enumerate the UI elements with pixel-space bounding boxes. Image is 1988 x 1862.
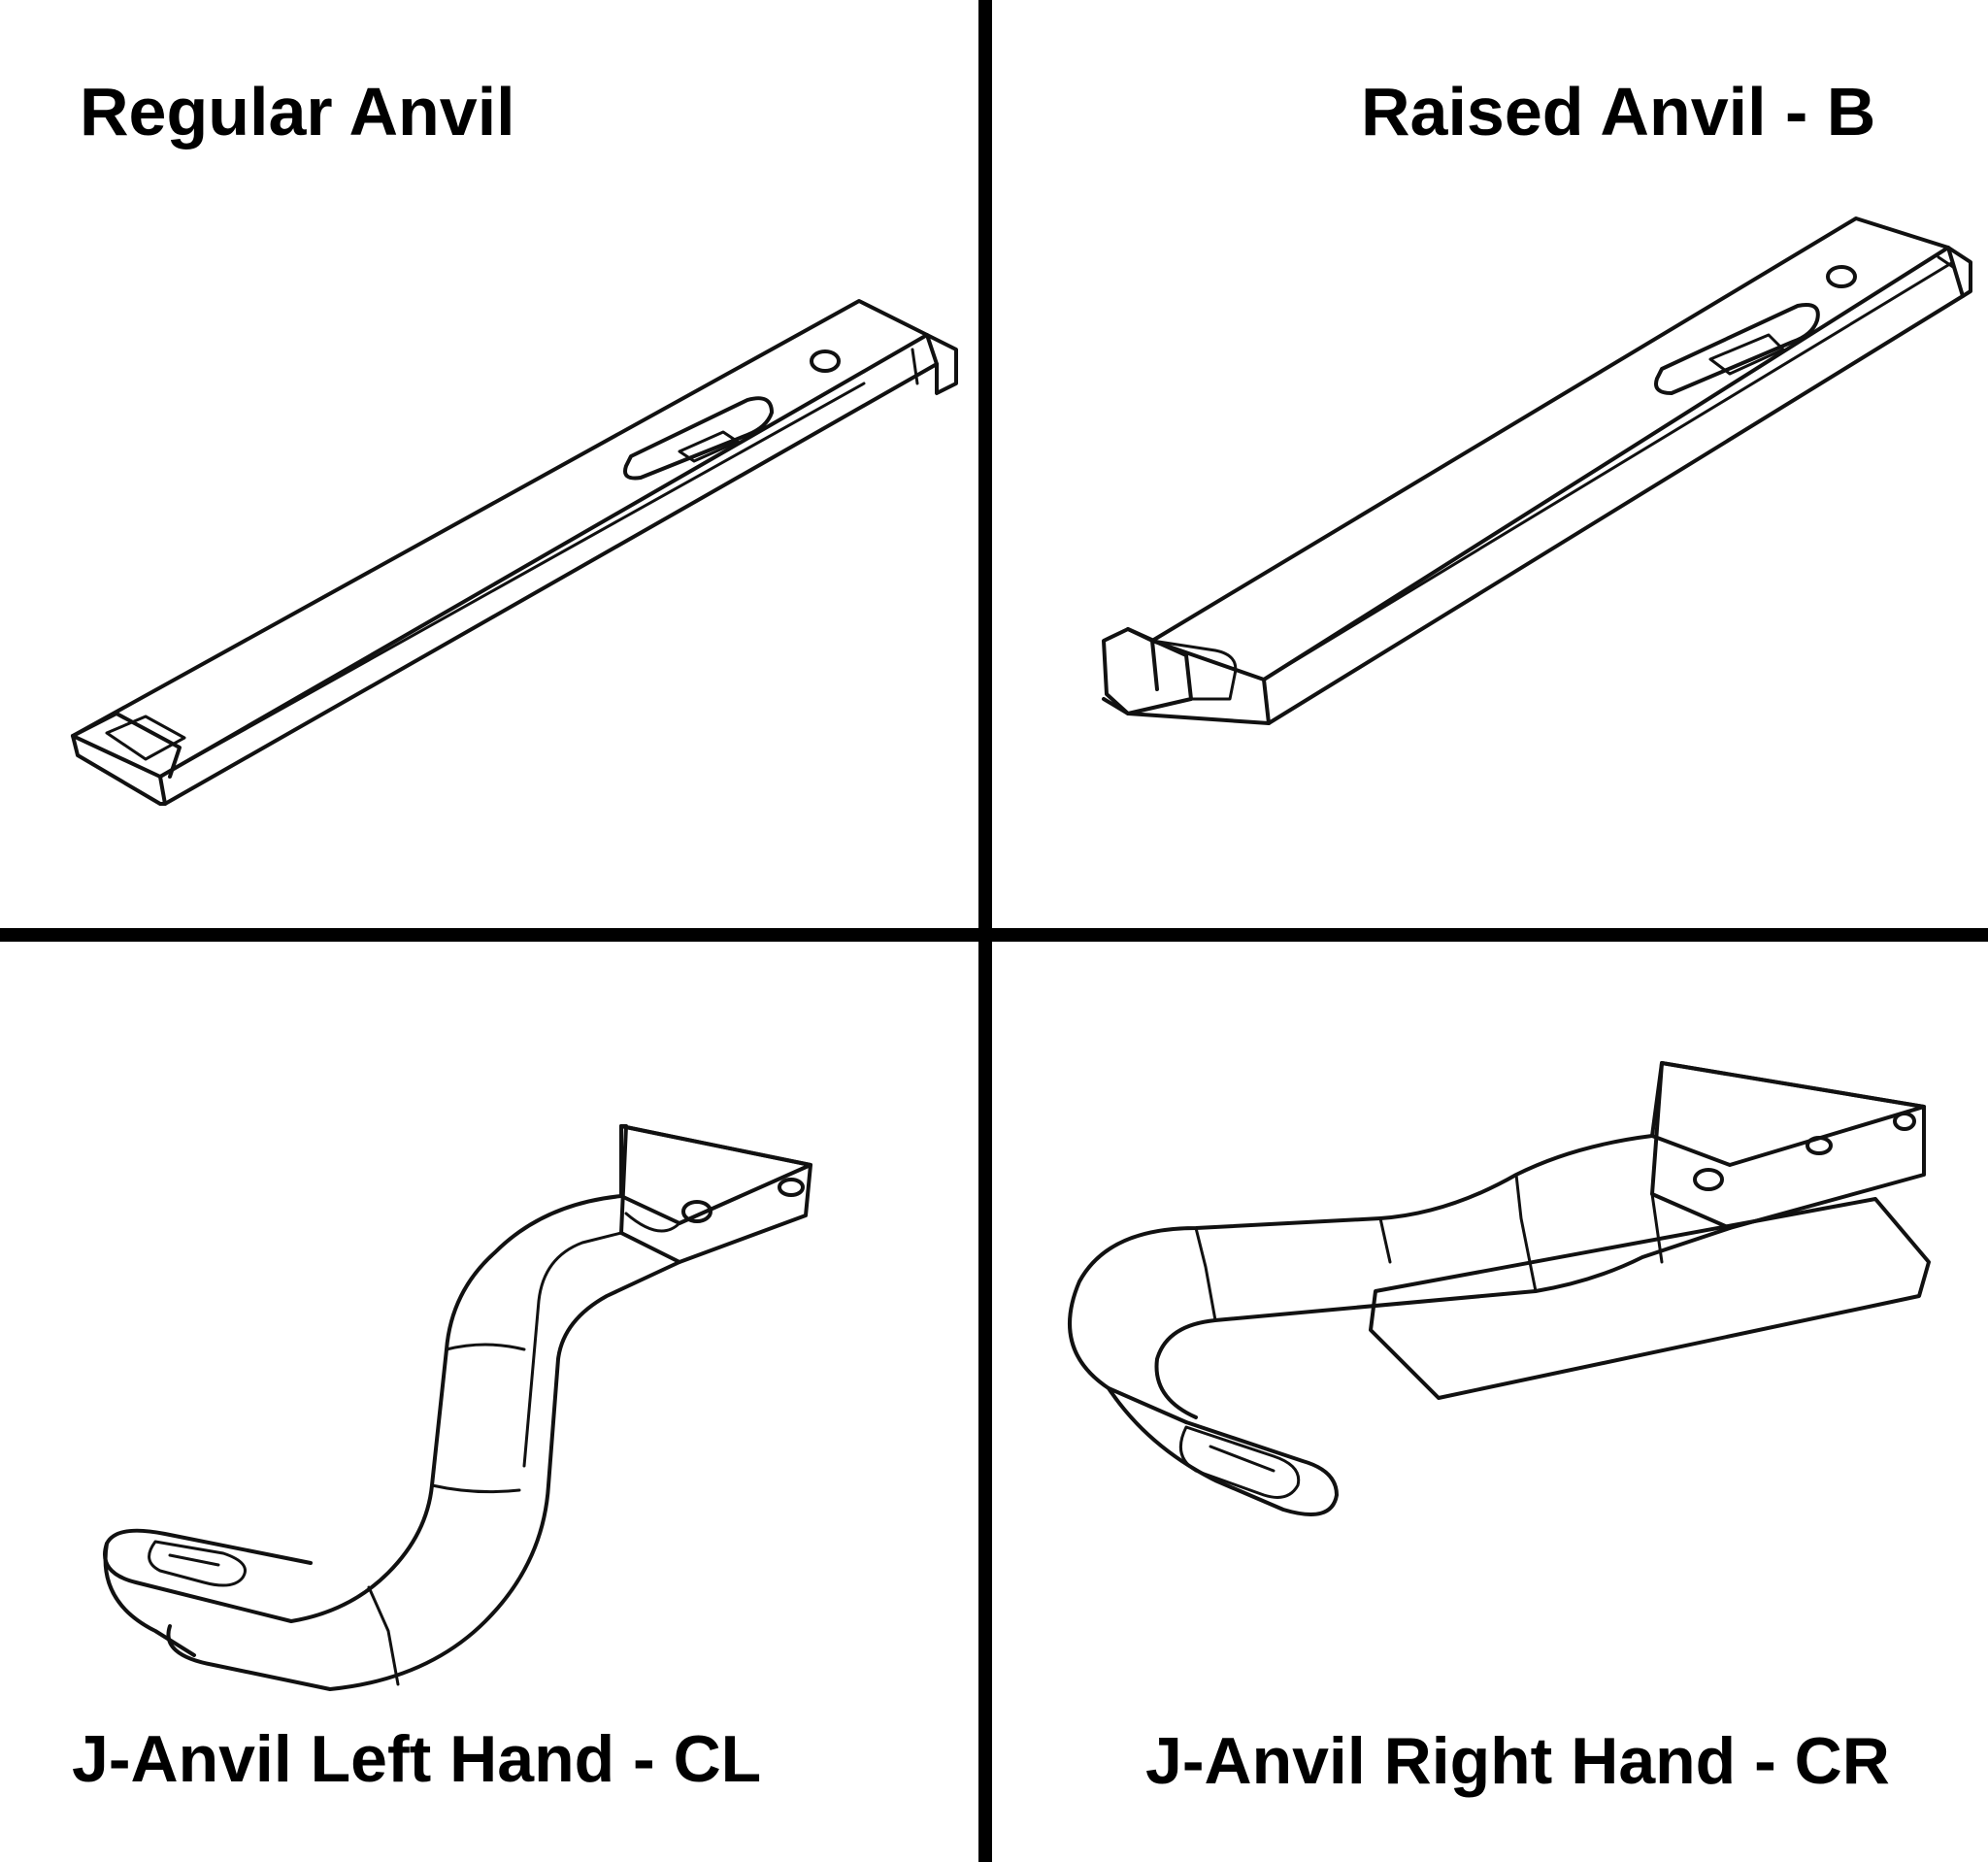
j-anvil-right-hand-cr-drawing	[1068, 1061, 1931, 1516]
regular-anvil-drawing	[71, 299, 958, 806]
horizontal-divider	[0, 928, 1988, 942]
j-anvil-left-hand-cl-drawing	[103, 1124, 812, 1691]
panel-j-anvil-left-hand-cl: J-Anvil Left Hand - CL	[0, 942, 978, 1862]
panel-title-j-anvil-right-hand-cr: J-Anvil Right Hand - CR	[1145, 1724, 1890, 1798]
panel-j-anvil-right-hand-cr: J-Anvil Right Hand - CR	[992, 942, 1988, 1862]
panel-regular-anvil: Regular Anvil	[0, 0, 978, 928]
panel-title-raised-anvil-b: Raised Anvil - B	[1361, 74, 1876, 150]
panel-raised-anvil-b: Raised Anvil - B	[992, 0, 1988, 928]
panel-title-regular-anvil: Regular Anvil	[80, 74, 515, 150]
raised-anvil-b-drawing	[1102, 216, 1972, 725]
panel-title-j-anvil-left-hand-cl: J-Anvil Left Hand - CL	[72, 1722, 762, 1796]
